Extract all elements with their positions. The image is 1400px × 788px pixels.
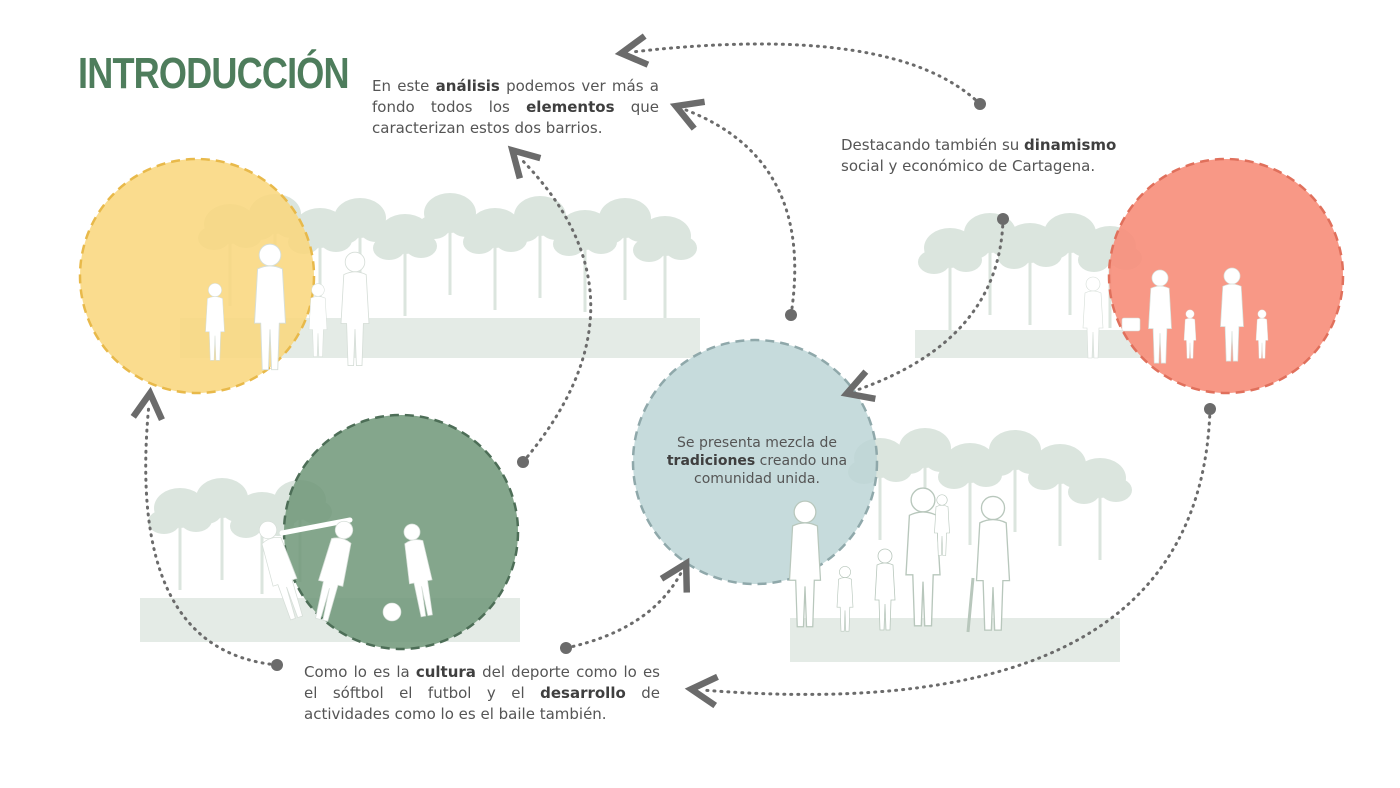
connector-bottom-center (564, 557, 690, 650)
connector-dots (271, 98, 1216, 671)
intro-text-dinamismo: Destacando también su dinamismo social y… (841, 136, 1117, 175)
sports-players-silhouette (252, 517, 439, 624)
connector-right-to-center (840, 217, 1005, 403)
family-traveling-silhouette (1082, 267, 1269, 364)
connector-center-up (669, 98, 797, 317)
connector-left-up (507, 145, 593, 464)
intro-text-cultura: Como lo es la cultura del deporte como l… (304, 663, 660, 723)
intro-text-analysis: En este análisis podemos ver más a fondo… (372, 77, 659, 137)
circle-yellow (78, 157, 316, 395)
page-title: INTRODUCCIÓN (78, 49, 350, 98)
connector-bottom-left (130, 386, 279, 667)
forest-silhouette (790, 428, 1132, 662)
elderly-family-silhouette (788, 487, 1011, 633)
dotted-connectors (130, 33, 1212, 709)
connector-top (614, 33, 982, 106)
center-circle-text: Se presenta mezcla de tradiciones creand… (666, 435, 848, 487)
connector-bottom-right (684, 407, 1212, 709)
circle-teal (631, 338, 879, 586)
